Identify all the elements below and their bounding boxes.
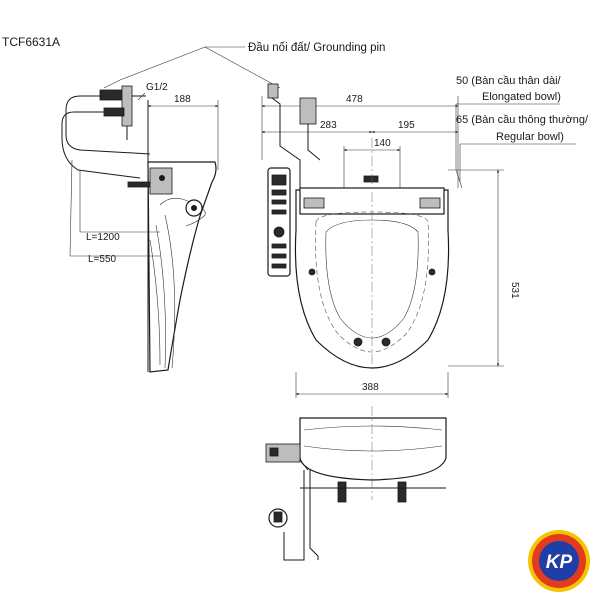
power-cord	[283, 470, 305, 561]
hose-length-short: L=550	[88, 254, 117, 265]
side-view: G1/2 188 L=1200 L=550	[61, 82, 219, 373]
elongated-bowl-label-1: 50 (Bàn cầu thân dài/	[456, 75, 562, 87]
seat-opening	[325, 219, 419, 339]
dim-side-depth: 188	[174, 94, 191, 105]
dim-right-offset: 195	[398, 120, 415, 131]
dim-left-offset: 283	[320, 120, 337, 131]
dim-seat-length: 531	[509, 282, 520, 299]
model-number: TCF6631A	[2, 35, 60, 49]
logo-text: KP	[546, 552, 573, 573]
front-view	[265, 406, 447, 561]
top-view: 478 283 195 140 50 (Bàn cầu thân dài/ El…	[261, 75, 589, 398]
elongated-bowl-label-2: Elongated bowl)	[482, 91, 561, 103]
regular-bowl-label-2: Regular bowl)	[496, 131, 564, 143]
regular-bowl-label-1: 65 (Bàn cầu thông thường/	[456, 114, 589, 126]
hose-length-long: L=1200	[86, 232, 120, 243]
seat-front-outline	[299, 417, 447, 481]
water-hose	[65, 95, 151, 155]
dim-seat-width: 388	[362, 382, 379, 393]
valve-fitting	[99, 89, 123, 101]
dim-bolt-spacing: 140	[374, 138, 391, 149]
dim-total-width: 478	[346, 94, 363, 105]
side-control-unit	[149, 167, 173, 195]
valve-body	[121, 85, 133, 127]
grounding-pin-label: Đầu nối đất/ Grounding pin	[248, 42, 385, 54]
kp-logo: KP	[528, 530, 590, 592]
grounding-pin-callout: Đầu nối đất/ Grounding pin	[103, 42, 385, 89]
g12-label: G1/2	[146, 82, 168, 93]
